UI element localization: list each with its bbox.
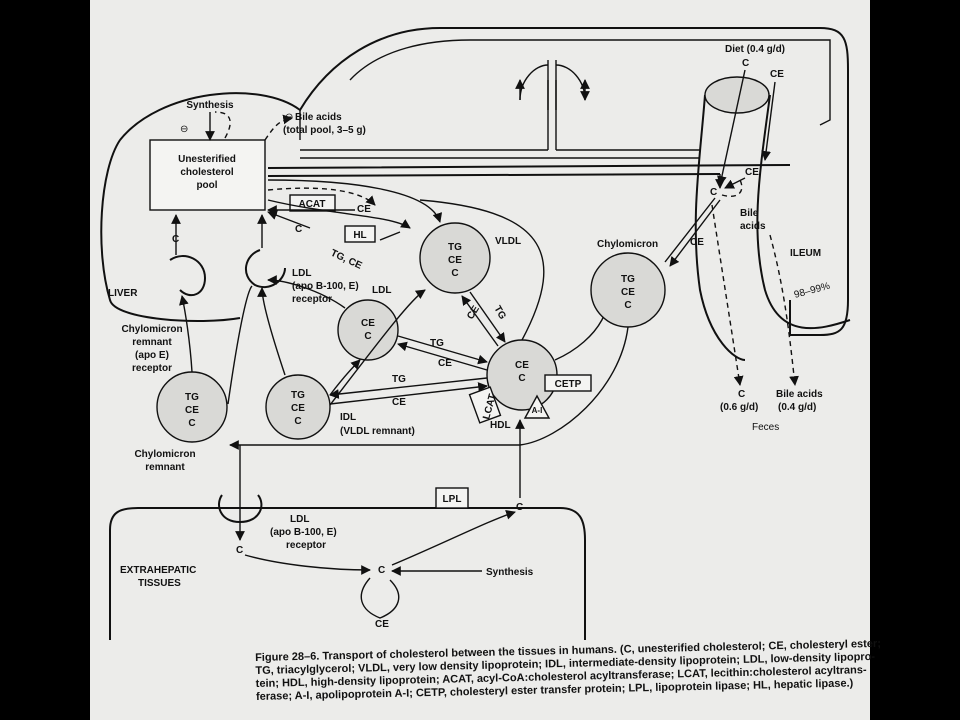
- cholesterol-transport-diagram: Unesterified cholesterol pool Synthesis …: [100, 27, 851, 640]
- chylo-c: C: [624, 300, 631, 311]
- tg-ce-label: TG, CE: [329, 248, 364, 272]
- liver-outline: [100, 27, 849, 336]
- vldl-c: C: [451, 268, 458, 279]
- idl-tg: TG: [291, 390, 305, 401]
- feces-label: Feces: [752, 422, 779, 433]
- inhibit-icon: ⊖: [180, 124, 188, 135]
- tissue-c: C: [236, 545, 243, 556]
- ldl-hdl-ce: CE: [438, 358, 452, 369]
- diet-label: Diet (0.4 g/d): [725, 44, 785, 55]
- remnant-receptor-line3: (apo E): [135, 350, 169, 361]
- remnant-tg: TG: [185, 392, 199, 403]
- chylo-tg: TG: [621, 274, 635, 285]
- chylo-remnant-line2: remnant: [145, 462, 185, 473]
- idl-ce: CE: [291, 403, 305, 414]
- ileum-label: ILEUM: [790, 248, 821, 259]
- hdl-c: C: [518, 373, 525, 384]
- diet-ce: CE: [770, 69, 784, 80]
- vldl-ce: CE: [448, 255, 462, 266]
- remnant-ce: CE: [185, 405, 199, 416]
- bile-acids-label-line2: (total pool, 3–5 g): [283, 125, 366, 136]
- idl-hdl-tg: TG: [392, 374, 406, 385]
- liver-label: LIVER: [108, 288, 138, 299]
- feces-bile-acids: Bile acids: [776, 389, 823, 400]
- cholesterol-pool-box: [149, 139, 266, 211]
- idl-c: C: [294, 416, 301, 427]
- efflux-c: C: [516, 502, 523, 513]
- ldl-particle: [337, 299, 399, 361]
- intestine-ce: CE: [745, 167, 759, 178]
- tissue-pool-c: C: [378, 565, 385, 576]
- cetp-box: [544, 374, 592, 392]
- acat-label: ACAT: [298, 199, 325, 210]
- diet-c: C: [742, 58, 749, 69]
- pool-label-line1: Unesterified: [178, 154, 236, 165]
- ldl-ce: CE: [361, 318, 375, 329]
- ldl-receptor-label: LDL: [292, 268, 311, 279]
- bile-acids-short-2: acids: [740, 221, 766, 232]
- bile-acids-label-line1: Bile acids: [295, 112, 342, 123]
- pool-label-line3: pool: [196, 180, 217, 191]
- lpl-box: [435, 487, 469, 509]
- tissue-receptor-line3: receptor: [286, 540, 326, 551]
- vldl-particle: [419, 222, 491, 294]
- remnant-receptor-line1: Chylomicron: [121, 324, 182, 335]
- ldl-receptor-apo: (apo B-100, E): [292, 281, 359, 292]
- lpl-label: LPL: [443, 494, 462, 505]
- idl-label: IDL: [340, 412, 356, 423]
- textbook-page: Unesterified cholesterol pool Synthesis …: [90, 0, 881, 720]
- apoa1-triangle: [523, 394, 551, 419]
- feces-c: C: [738, 389, 745, 400]
- remnant-c: C: [188, 418, 195, 429]
- feces-c-amount: (0.6 g/d): [720, 402, 758, 413]
- chylo-ce: CE: [621, 287, 635, 298]
- hdl-ce: CE: [515, 360, 529, 371]
- ldl-receptor-word: receptor: [292, 294, 332, 305]
- chylomicron-label: Chylomicron: [597, 239, 658, 250]
- absorption-label: 98–99%: [793, 281, 831, 301]
- apoa1-label: A-I: [532, 406, 543, 415]
- idl-particle: [265, 374, 331, 440]
- remnant-receptor-line2: remnant: [132, 337, 172, 348]
- ldl-receptor-liver: [245, 249, 286, 288]
- idl-hdl-ce: CE: [392, 397, 406, 408]
- pool-label-line2: cholesterol: [180, 167, 234, 178]
- tissue-ce: CE: [375, 619, 389, 630]
- chylo-remnant-line1: Chylomicron: [134, 449, 195, 460]
- hl-label: HL: [353, 230, 366, 241]
- portal-vein: [547, 60, 557, 150]
- liver-synthesis-label: Synthesis: [186, 100, 234, 111]
- ldl-hdl-tg: TG: [430, 338, 444, 349]
- remnant-receptor-line4: receptor: [132, 363, 172, 374]
- ldl-label: LDL: [372, 285, 391, 296]
- inhibit-icon: ⊖: [285, 112, 293, 123]
- feces-bile-amount: (0.4 g/d): [778, 402, 816, 413]
- tissue-receptor-line2: (apo B-100, E): [270, 527, 337, 538]
- ce-to-chylo: CE: [690, 237, 704, 248]
- extrahepatic-outline: [109, 507, 586, 640]
- intestine-c: C: [710, 187, 717, 198]
- remnant-receptor: [169, 255, 207, 297]
- ileum-tube: [694, 94, 851, 361]
- extrahepatic-line2: TISSUES: [138, 578, 181, 589]
- tissue-receptor-line1: LDL: [290, 514, 309, 525]
- hdl-label: HDL: [490, 420, 511, 431]
- bile-duct: [267, 164, 791, 177]
- hl-c-label: C: [295, 224, 302, 235]
- cetp-label: CETP: [555, 379, 582, 390]
- pool-ce-label: CE: [357, 204, 371, 215]
- tissue-synthesis: Synthesis: [486, 567, 534, 578]
- hl-box: [344, 225, 376, 243]
- vldl-label: VLDL: [495, 236, 521, 247]
- vldl-tg: TG: [448, 242, 462, 253]
- ldl-c: C: [364, 331, 371, 342]
- extrahepatic-line1: EXTRAHEPATIC: [120, 565, 196, 576]
- idl-sub-label: (VLDL remnant): [340, 426, 415, 437]
- bile-acids-short-1: Bile: [740, 208, 759, 219]
- vldl-hdl-tg: TG: [491, 304, 508, 322]
